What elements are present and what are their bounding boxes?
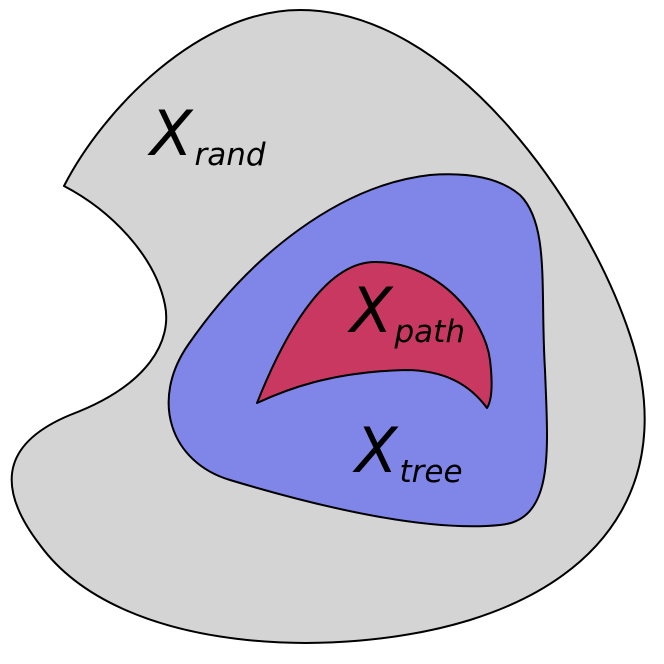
label-path: Xpath	[347, 274, 465, 350]
label-tree-subscript: tree	[399, 454, 462, 490]
label-rand: Xrand	[147, 97, 266, 173]
label-rand-subscript: rand	[194, 137, 265, 173]
label-tree-main: X	[352, 414, 399, 487]
region-path	[256, 261, 493, 409]
label-rand-main: X	[147, 97, 194, 170]
label-tree: Xtree	[352, 414, 463, 490]
label-path-subscript: path	[393, 314, 464, 350]
label-path-main: X	[347, 274, 394, 347]
